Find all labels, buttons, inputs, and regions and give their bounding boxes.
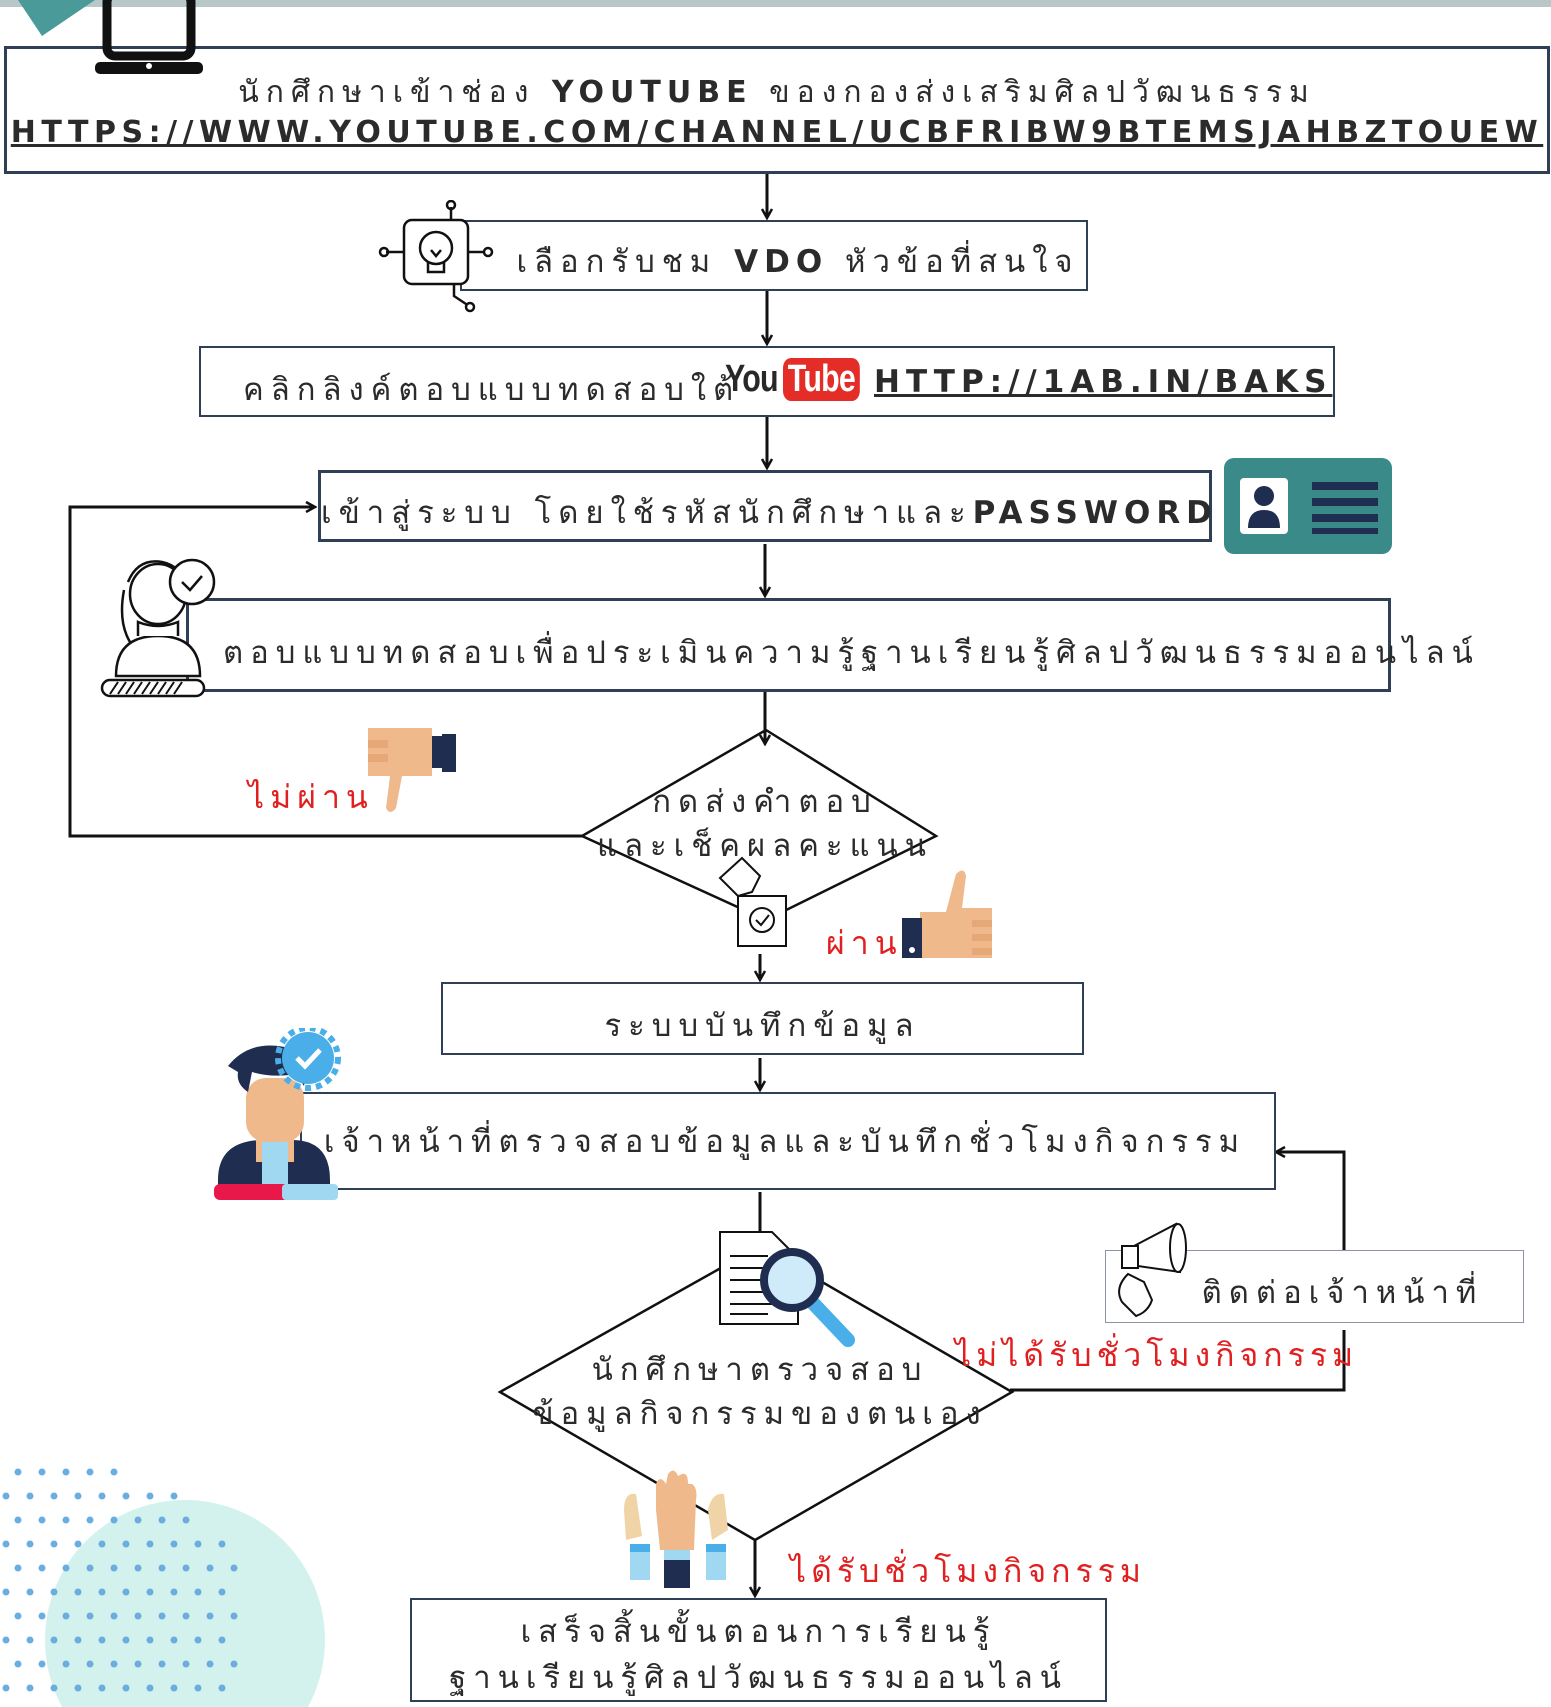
- step-choose-vdo-box: เลือกรับชม VDO หัวข้อที่สนใจ: [460, 220, 1088, 291]
- step1-post: ของกองส่งเสริมศิลปวัฒนธรรม: [769, 75, 1316, 110]
- step-system-record-box: ระบบบันทึกข้อมูล: [441, 982, 1084, 1055]
- youtube-channel-link[interactable]: HTTPS://WWW.YOUTUBE.COM/CHANNEL/UCBFRIBW…: [10, 115, 1544, 150]
- finish-line1: เสร็จสิ้นขั้นตอนการเรียนรู้: [520, 1614, 997, 1650]
- step4-password: PASSWORD: [972, 495, 1218, 531]
- no-hours-label: ไม่ได้รับชั่วโมงกิจกรรม: [955, 1336, 1359, 1374]
- decision1-line1: กดส่งคำตอบ: [652, 784, 878, 820]
- megaphone-icon: [1118, 1222, 1187, 1318]
- step-system-record-text: ระบบบันทึกข้อมูล: [604, 1008, 921, 1044]
- step2-vdo: VDO: [734, 244, 829, 280]
- step1-youtube: YOUTUBE: [551, 75, 753, 110]
- top-bar-decoration: [0, 0, 1551, 7]
- step-staff-check-box: เจ้าหน้าที่ตรวจสอบข้อมูลและบันทึกชั่วโมง…: [300, 1092, 1276, 1190]
- decision-self-check-text: นักศึกษาตรวจสอบ ข้อมูลกิจกรรมของตนเอง: [520, 1348, 1000, 1436]
- fail-label: ไม่ผ่าน: [248, 778, 374, 816]
- quiz-link[interactable]: HTTP://1AB.IN/BAKS: [874, 364, 1333, 400]
- step2-post: หัวข้อที่สนใจ: [845, 244, 1080, 280]
- youtube-logo-you: You: [725, 358, 779, 400]
- step-login-text: เข้าสู่ระบบ โดยใช้รหัสนักศึกษาและPASSWOR…: [321, 487, 1212, 537]
- decision2-line2: ข้อมูลกิจกรรมของตนเอง: [532, 1396, 988, 1432]
- decision1-line2: และเช็คผลคะแนน: [597, 828, 933, 864]
- thumbs-down-icon: [368, 728, 456, 812]
- step-finish-box: เสร็จสิ้นขั้นตอนการเรียนรู้ ฐานเรียนรู้ศ…: [410, 1598, 1107, 1702]
- step-visit-youtube-text: นักศึกษาเข้าช่อง YOUTUBE ของกองส่งเสริมศ…: [7, 69, 1547, 116]
- document-search-icon: [719, 1231, 855, 1347]
- step3-text: คลิกลิงค์ตอบแบบทดสอบใต้: [243, 372, 741, 408]
- pass-label: ผ่าน: [826, 924, 903, 962]
- lightbulb-icon: [378, 200, 494, 313]
- id-card-icon: [1224, 458, 1392, 554]
- got-hours-label: ได้รับชั่วโมงกิจกรรม: [790, 1552, 1146, 1590]
- contact-staff-text: ติดต่อเจ้าหน้าที่: [1201, 1275, 1484, 1311]
- step-answer-quiz-text: ตอบแบบทดสอบเพื่อประเมินความรู้ฐานเรียนรู…: [223, 635, 1480, 671]
- step-login-box: เข้าสู่ระบบ โดยใช้รหัสนักศึกษาและPASSWOR…: [318, 470, 1212, 542]
- student-exam-icon: [100, 558, 216, 698]
- step2-pre: เลือกรับชม: [516, 244, 718, 280]
- laptop-icon: [95, 0, 203, 74]
- staff-verified-icon: [214, 1028, 341, 1200]
- youtube-logo-tube: Tube: [782, 358, 860, 401]
- vote-ballot-icon: [718, 856, 787, 947]
- step-answer-quiz-box: ตอบแบบทดสอบเพื่อประเมินความรู้ฐานเรียนรู…: [186, 598, 1480, 692]
- step4-pre: เข้าสู่ระบบ โดยใช้รหัสนักศึกษาและ: [321, 495, 973, 531]
- step-choose-vdo-text: เลือกรับชม VDO หัวข้อที่สนใจ: [510, 236, 1086, 286]
- decision-submit-text: กดส่งคำตอบ และเช็คผลคะแนน: [560, 780, 970, 868]
- corner-arrow-decoration: [18, 0, 95, 36]
- decision2-line1: นักศึกษาตรวจสอบ: [591, 1352, 929, 1388]
- thumbs-up-icon: [902, 870, 992, 958]
- step-staff-check-text: เจ้าหน้าที่ตรวจสอบข้อมูลและบันทึกชั่วโมง…: [323, 1124, 1247, 1160]
- step1-pre: นักศึกษาเข้าช่อง: [238, 75, 536, 110]
- dots-decoration: [2, 1468, 325, 1707]
- step-visit-youtube-box: นักศึกษาเข้าช่อง YOUTUBE ของกองส่งเสริมศ…: [4, 46, 1550, 174]
- finish-line2: ฐานเรียนรู้ศิลปวัฒนธรรมออนไลน์: [449, 1660, 1068, 1696]
- raised-hands-icon: [624, 1470, 728, 1588]
